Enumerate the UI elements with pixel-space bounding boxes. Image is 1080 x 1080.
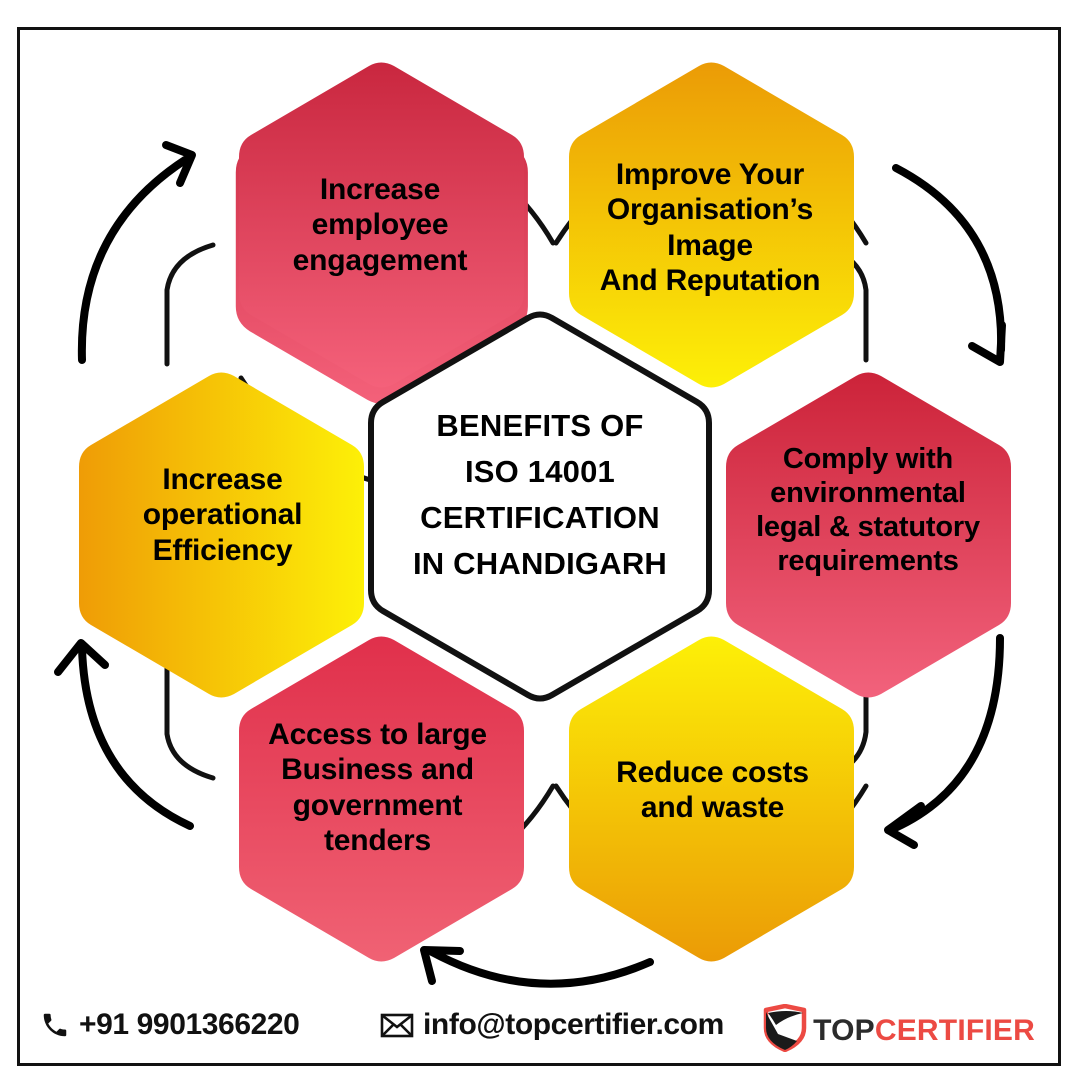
- hexagon-employee-engagement-shape[interactable]: [239, 62, 524, 388]
- phone-number: +91 9901366220: [79, 1008, 300, 1041]
- hexagon-operational-efficiency-shape[interactable]: [79, 372, 364, 698]
- topcertifier-logo[interactable]: TOPCERTIFIER: [762, 1003, 1035, 1057]
- shield-check-icon: [762, 1003, 808, 1057]
- hexagon-business-tenders-shape[interactable]: [239, 636, 524, 962]
- cycle-arrows: [54, 141, 1006, 988]
- phone-contact[interactable]: +91 9901366220: [40, 1008, 300, 1042]
- phone-icon: [40, 1010, 70, 1040]
- hexagons: [79, 62, 1011, 962]
- hexagon-legal-compliance-shape[interactable]: [726, 372, 1011, 698]
- email-address: info@topcertifier.com: [423, 1008, 724, 1041]
- email-contact[interactable]: info@topcertifier.com: [380, 1008, 724, 1042]
- footer-contact-bar: +91 9901366220 info@topcertifier.com: [20, 1000, 1060, 1062]
- logo-wordmark: TOPCERTIFIER: [813, 1014, 1035, 1048]
- arrow-bottom-right: [884, 634, 1004, 849]
- arrow-top-right: [892, 164, 1006, 366]
- arrow-top-left: [77, 141, 196, 364]
- logo-word-top: TOP: [813, 1013, 875, 1047]
- arrow-bottom: [420, 946, 654, 988]
- arrow-bottom-left: [54, 639, 194, 830]
- hexagon-image-reputation-shape[interactable]: [569, 62, 854, 388]
- center-hexagon-shape: [368, 311, 712, 702]
- hexagon-reduce-costs-shape[interactable]: [569, 636, 854, 962]
- logo-word-certifier: CERTIFIER: [874, 1013, 1035, 1047]
- envelope-icon: [380, 1012, 414, 1039]
